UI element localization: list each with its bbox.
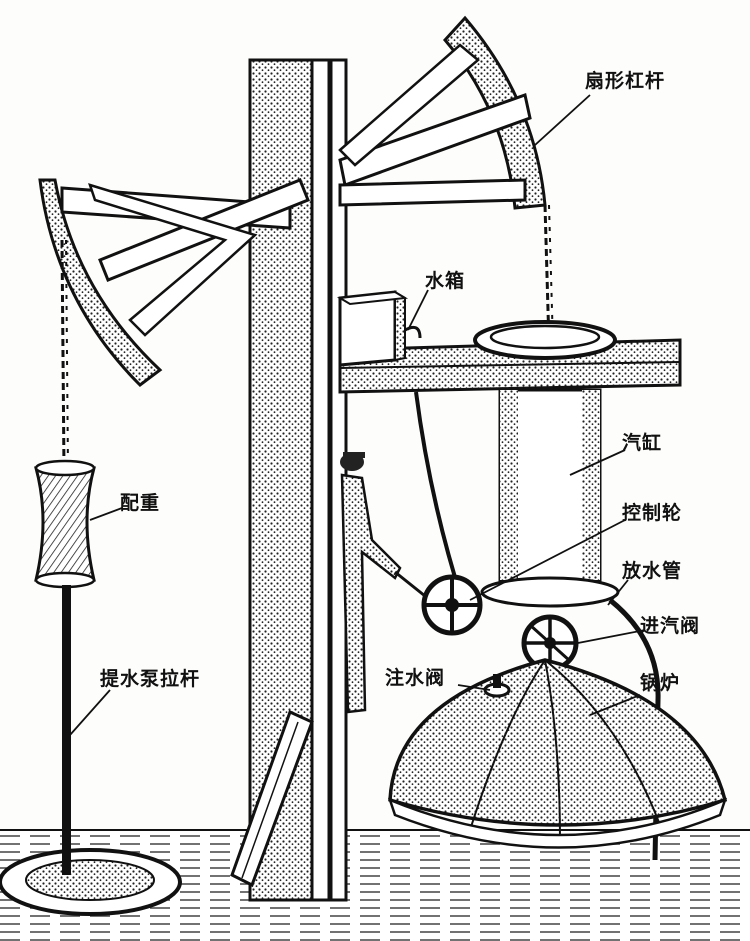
left-sector-lever [38,178,310,387]
label-boiler: 锅炉 [640,672,681,694]
boiler-shape [387,658,728,849]
label-counterweight: 配重 [120,492,161,514]
label-steam-valve: 进汽阀 [640,615,701,637]
water-tank-shape [336,290,422,367]
control-wheel-shape [421,574,483,636]
counterweight-shape [34,459,96,589]
label-control-wheel: 控制轮 [622,502,683,524]
steam-valve-shape [521,614,579,672]
left-chain [60,239,69,471]
cylinder-top-ring [473,320,617,360]
label-drain-pipe: 放水管 [622,560,683,582]
label-cylinder: 汽缸 [622,432,663,454]
label-water-valve: 注水阀 [385,667,446,689]
leader-lines [69,94,646,736]
right-sector-lever [338,15,547,210]
cylinder-shape [480,388,620,608]
drain-pipe-shape [608,598,661,861]
label-pump-rod: 提水泵拉杆 [100,668,201,690]
plank [230,709,314,888]
label-sector-lever: 扇形杠杆 [585,70,666,92]
pump-well [0,848,182,916]
injection-pipe [414,391,464,601]
label-water-tank: 水箱 [425,270,466,292]
pump-rod [62,585,71,875]
